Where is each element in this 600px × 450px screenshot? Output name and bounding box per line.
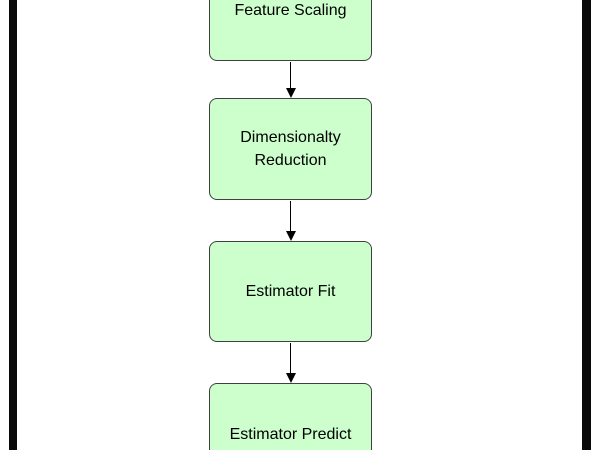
flow-node-label: Dimensionalty Reduction <box>240 129 341 169</box>
flow-node-dimensionality-reduction: Dimensionalty Reduction <box>209 98 372 200</box>
flow-node-estimator-predict: Estimator Predict <box>209 383 372 450</box>
arrow-head-icon <box>285 231 296 241</box>
flow-node-label: Estimator Predict <box>229 425 352 443</box>
flow-arrow <box>284 201 297 241</box>
arrow-shaft <box>290 62 291 90</box>
arrow-shaft <box>290 201 291 233</box>
arrow-head-icon <box>285 88 296 98</box>
frame-border-left <box>9 0 17 450</box>
flow-arrow <box>284 343 297 383</box>
arrow-shaft <box>290 343 291 375</box>
flow-node-feature-scaling: Feature Scaling <box>209 0 372 61</box>
arrow-head-icon <box>285 373 296 383</box>
frame-border-right <box>582 0 591 450</box>
flow-node-label: Estimator Fit <box>245 283 336 300</box>
flow-node-estimator-fit: Estimator Fit <box>209 241 372 342</box>
flow-arrow <box>284 62 297 98</box>
flow-node-label: Feature Scaling <box>234 1 347 19</box>
